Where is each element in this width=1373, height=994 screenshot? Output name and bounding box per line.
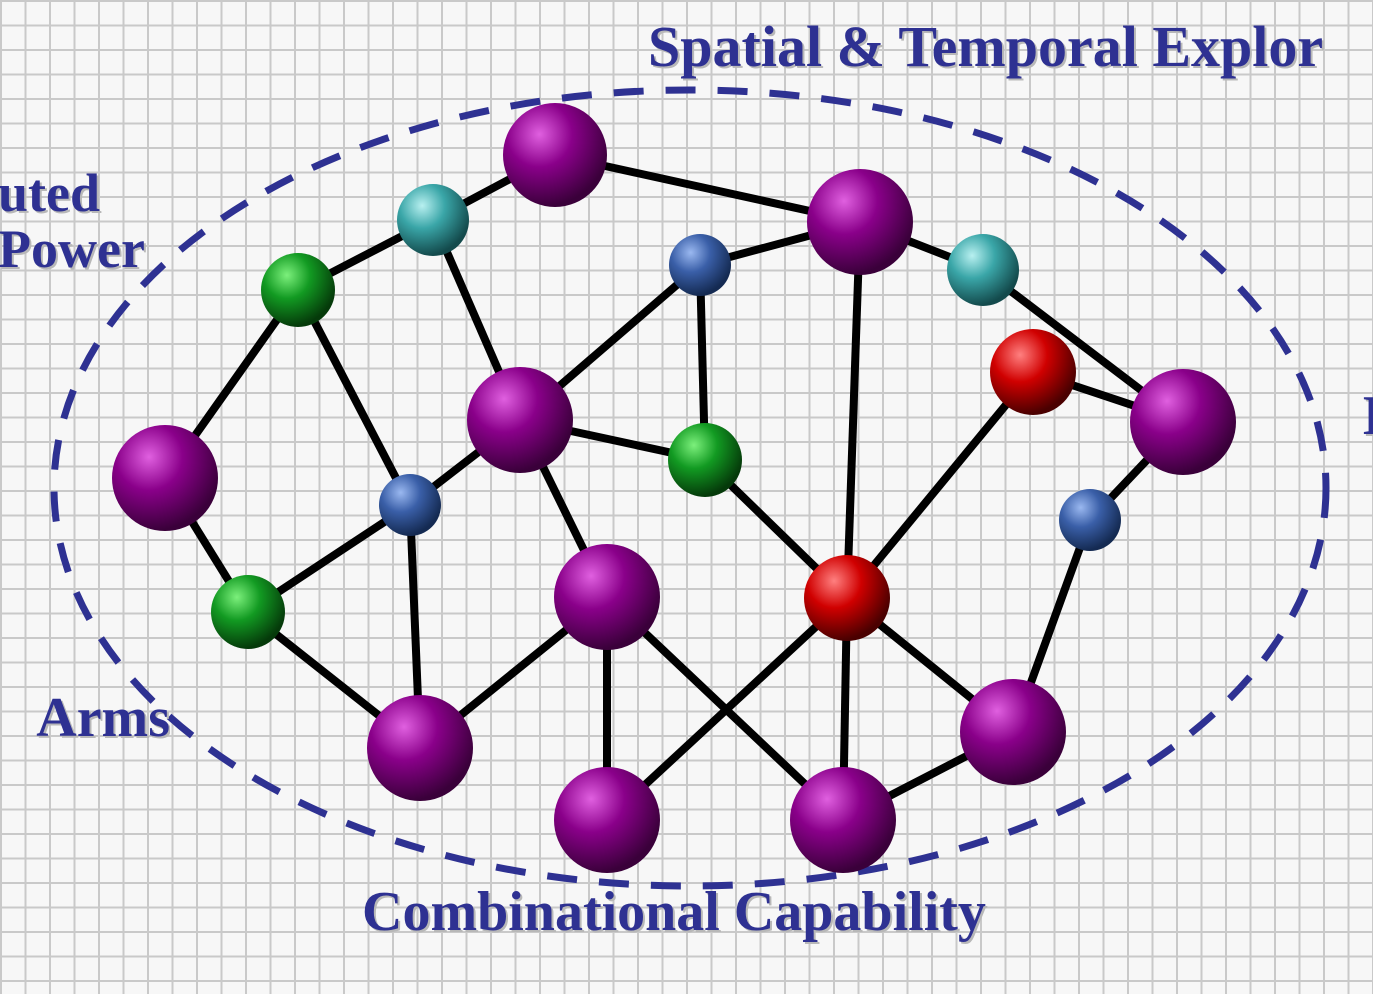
node-purple-sphere: [367, 695, 473, 801]
label-line: Power: [0, 219, 145, 277]
edge-n3-n5: [294, 288, 414, 507]
label-spatial-temporal: Spatial & Temporal Explor: [648, 14, 1324, 79]
node-purple-sphere: [790, 767, 896, 873]
node-blue-sphere: [379, 474, 441, 536]
node-blue-sphere: [669, 234, 731, 296]
node-teal-sphere: [397, 184, 469, 256]
node-purple-sphere: [807, 169, 913, 275]
label-combinational-capability: Combinational Capability: [362, 881, 986, 943]
node-purple-sphere: [467, 367, 573, 473]
node-teal-sphere: [947, 234, 1019, 306]
edge-n16-n19: [843, 369, 1037, 601]
node-red-sphere: [804, 555, 890, 641]
node-purple-sphere: [554, 767, 660, 873]
node-purple-sphere: [554, 544, 660, 650]
label-right-clipped: I: [1362, 385, 1373, 447]
edge-n19-n12: [604, 595, 850, 823]
node-purple-sphere: [960, 679, 1066, 785]
edge-n14-n19: [843, 221, 864, 599]
node-blue-sphere: [1059, 489, 1121, 551]
label-line: uted: [0, 165, 101, 223]
node-red-sphere: [990, 329, 1076, 415]
node-purple-sphere: [1130, 369, 1236, 475]
node-green-sphere: [668, 423, 742, 497]
nodes-layer: [112, 103, 1236, 873]
boundary-ellipse: [50, 86, 1330, 890]
node-purple-sphere: [503, 103, 607, 207]
node-purple-sphere: [112, 425, 218, 531]
label-arms: Arms: [36, 690, 170, 746]
node-green-sphere: [261, 253, 335, 327]
node-green-sphere: [211, 575, 285, 649]
